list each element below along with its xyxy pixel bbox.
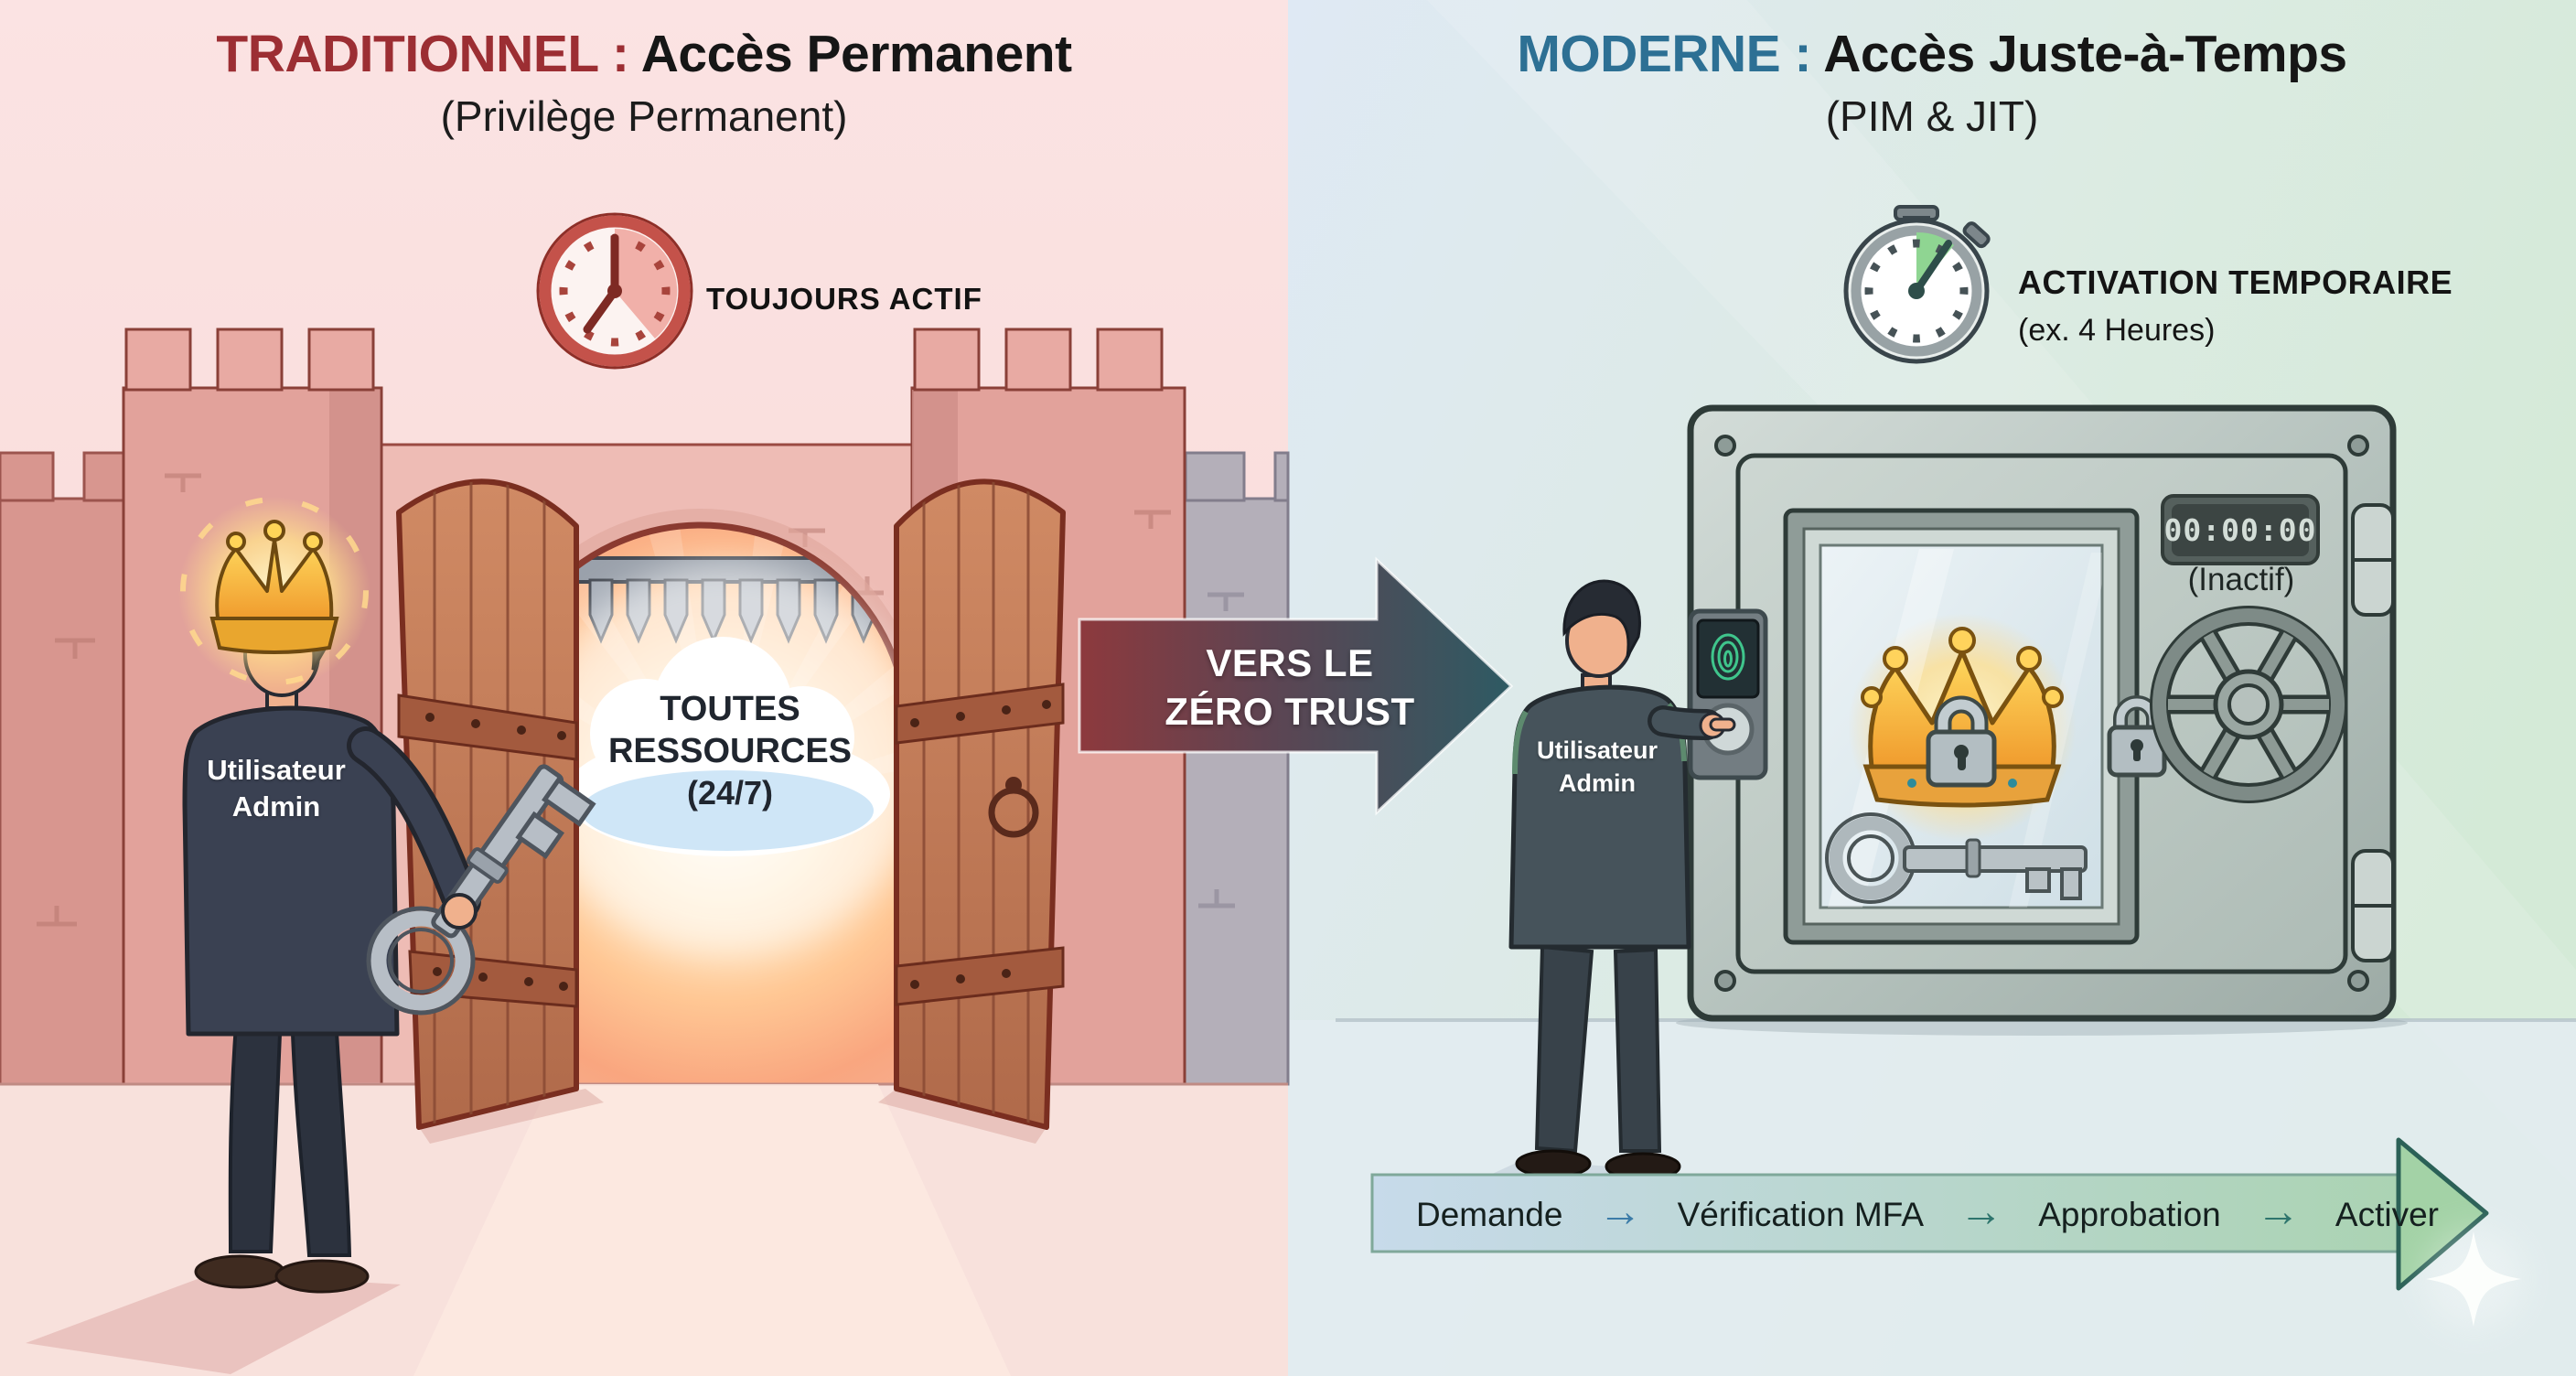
fingerprint-scanner-icon	[1688, 608, 1768, 780]
gray-wall	[1176, 451, 1290, 1086]
timer-display	[2161, 494, 2320, 565]
key-icon	[366, 764, 596, 1016]
zero-trust-arrow	[1078, 556, 1514, 816]
stopwatch-icon	[1843, 205, 1991, 364]
person-shadow	[26, 1274, 401, 1374]
flow-arrow	[1370, 1137, 2524, 1329]
crown-padlock-icon	[1926, 695, 1997, 788]
vault-key-icon	[1825, 812, 2088, 904]
vault-wheel-icon	[2150, 606, 2347, 803]
gate-light-spill	[413, 1084, 1011, 1376]
clock-icon	[536, 212, 693, 370]
sparkle-icon	[2423, 1229, 2524, 1329]
door-ring-handle-icon	[988, 777, 1039, 838]
vault	[1676, 404, 2408, 1036]
cloud-icon	[531, 563, 924, 956]
crown-icon	[151, 469, 398, 716]
pointing-finger	[1709, 717, 1736, 732]
vault-window	[1783, 508, 2140, 945]
hand	[441, 893, 478, 930]
vault-screws	[1714, 435, 2369, 992]
right-gate-door	[878, 478, 1066, 1144]
admin-user-left	[26, 469, 596, 1374]
vault-hinges	[2351, 503, 2395, 962]
admin-user-right	[1427, 579, 1736, 1235]
